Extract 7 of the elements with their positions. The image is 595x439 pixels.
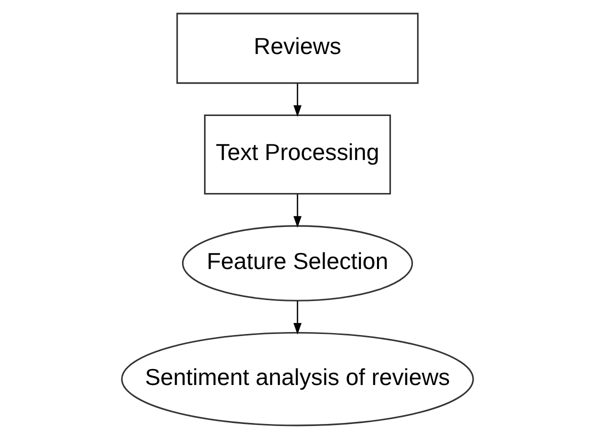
- node-box: Reviews: [176, 12, 419, 84]
- arrow: [293, 301, 302, 335]
- node-ellipse: Feature Selection: [182, 225, 413, 302]
- node-ellipse: Sentiment analysis of reviews: [121, 332, 474, 426]
- arrow: [293, 194, 302, 228]
- arrow: [293, 84, 302, 117]
- node-box: Text Processing: [204, 114, 391, 195]
